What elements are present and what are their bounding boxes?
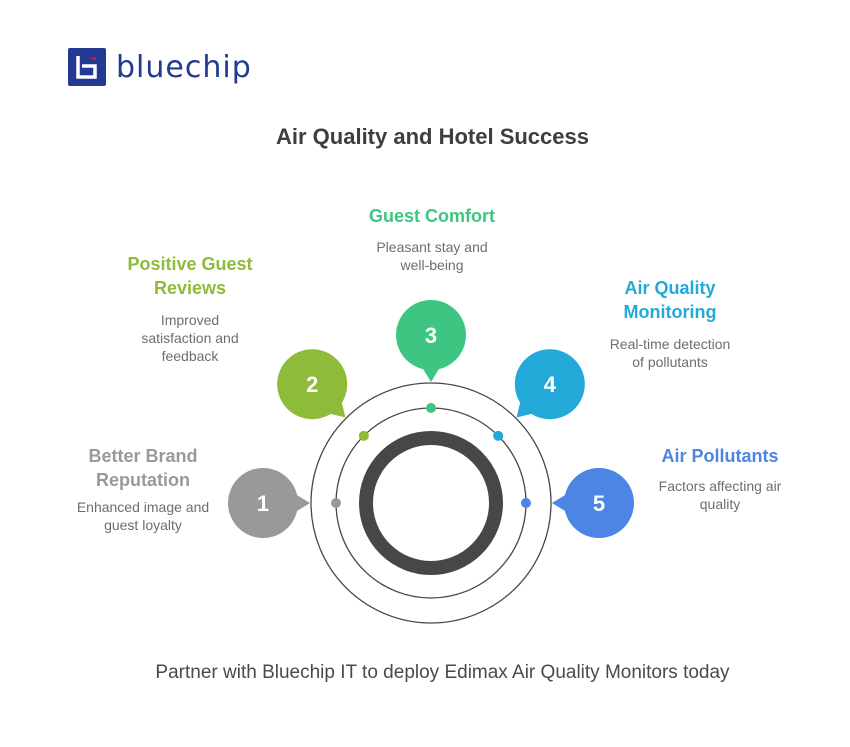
footer-cta: Partner with Bluechip IT to deploy Edima… <box>155 662 730 683</box>
item-4-desc-line: of pollutants <box>632 354 708 370</box>
item-4-text: Air Quality Monitoring Real-time detecti… <box>580 276 760 371</box>
item-1-heading-line: Reputation <box>96 470 190 490</box>
item-3-text: Guest Comfort Pleasant stay and well-bei… <box>342 204 522 274</box>
item-4-heading-line: Monitoring <box>623 302 717 322</box>
bubble-1: 1 <box>228 468 341 538</box>
item-2-heading-line: Positive Guest <box>127 254 253 274</box>
item-4-heading: Air Quality Monitoring <box>580 276 760 324</box>
ring-dot-4 <box>493 430 504 441</box>
item-1-heading: Better Brand Reputation <box>53 444 233 492</box>
item-3-desc-line: well-being <box>400 257 464 273</box>
item-4-heading-line: Air Quality <box>624 278 716 298</box>
outer-ring <box>310 382 552 624</box>
item-3-heading-line: Guest Comfort <box>369 206 495 226</box>
item-1-text: Better Brand Reputation Enhanced image a… <box>53 444 233 534</box>
item-4-desc-line: Real-time detection <box>609 336 731 352</box>
bubble-3: 3 <box>396 300 466 413</box>
ring-dot-1 <box>331 498 341 508</box>
item-2-desc-line: Improved <box>160 312 220 328</box>
item-2-heading: Positive Guest Reviews <box>100 252 280 300</box>
bubble-4: 4 <box>493 349 585 441</box>
item-1-desc-line: guest loyalty <box>104 517 182 533</box>
ring-dot-5 <box>521 498 531 508</box>
item-5-description: Factors affecting air quality <box>628 477 812 513</box>
item-2-description: Improved satisfaction and feedback <box>100 311 280 365</box>
item-3-description: Pleasant stay and well-being <box>342 238 522 274</box>
item-5-heading: Air Pollutants <box>628 444 812 468</box>
bubble-number: 2 <box>306 372 318 397</box>
page-title: Air Quality and Hotel Success <box>276 124 589 149</box>
bubble-circle <box>514 349 585 420</box>
ring-dot-3 <box>426 403 436 413</box>
bluechip-b-logo-icon <box>68 48 106 86</box>
bubble-number: 4 <box>544 372 557 397</box>
bubble-circle <box>277 349 348 420</box>
bubble-2: 2 <box>277 349 369 441</box>
item-2-desc-line: satisfaction and <box>141 330 239 346</box>
core-ring <box>359 431 503 575</box>
item-1-desc-line: Enhanced image and <box>76 499 210 515</box>
item-5-desc-line: quality <box>699 496 741 512</box>
item-3-heading: Guest Comfort <box>342 204 522 228</box>
bubble-number: 1 <box>257 491 269 516</box>
bubble-circle <box>228 468 298 538</box>
item-5-desc-line: Factors affecting air <box>658 478 782 494</box>
item-1-heading-line: Better Brand <box>88 446 198 466</box>
ring-dot-2 <box>358 430 369 441</box>
item-5-text: Air Pollutants Factors affecting air qua… <box>628 444 812 513</box>
item-2-text: Positive Guest Reviews Improved satisfac… <box>100 252 280 365</box>
bubble-circle <box>396 300 466 370</box>
item-1-description: Enhanced image and guest loyalty <box>53 498 233 534</box>
item-3-desc-line: Pleasant stay and <box>376 239 488 255</box>
item-2-desc-line: feedback <box>161 348 219 364</box>
item-4-description: Real-time detection of pollutants <box>580 335 760 371</box>
item-2-heading-line: Reviews <box>153 278 227 298</box>
bubble-number: 5 <box>593 491 605 516</box>
brand-name: bluechip <box>116 50 252 85</box>
item-5-heading-line: Air Pollutants <box>661 446 779 466</box>
bubble-5: 5 <box>521 468 634 538</box>
bubble-number: 3 <box>425 323 437 348</box>
bubble-circle <box>564 468 634 538</box>
